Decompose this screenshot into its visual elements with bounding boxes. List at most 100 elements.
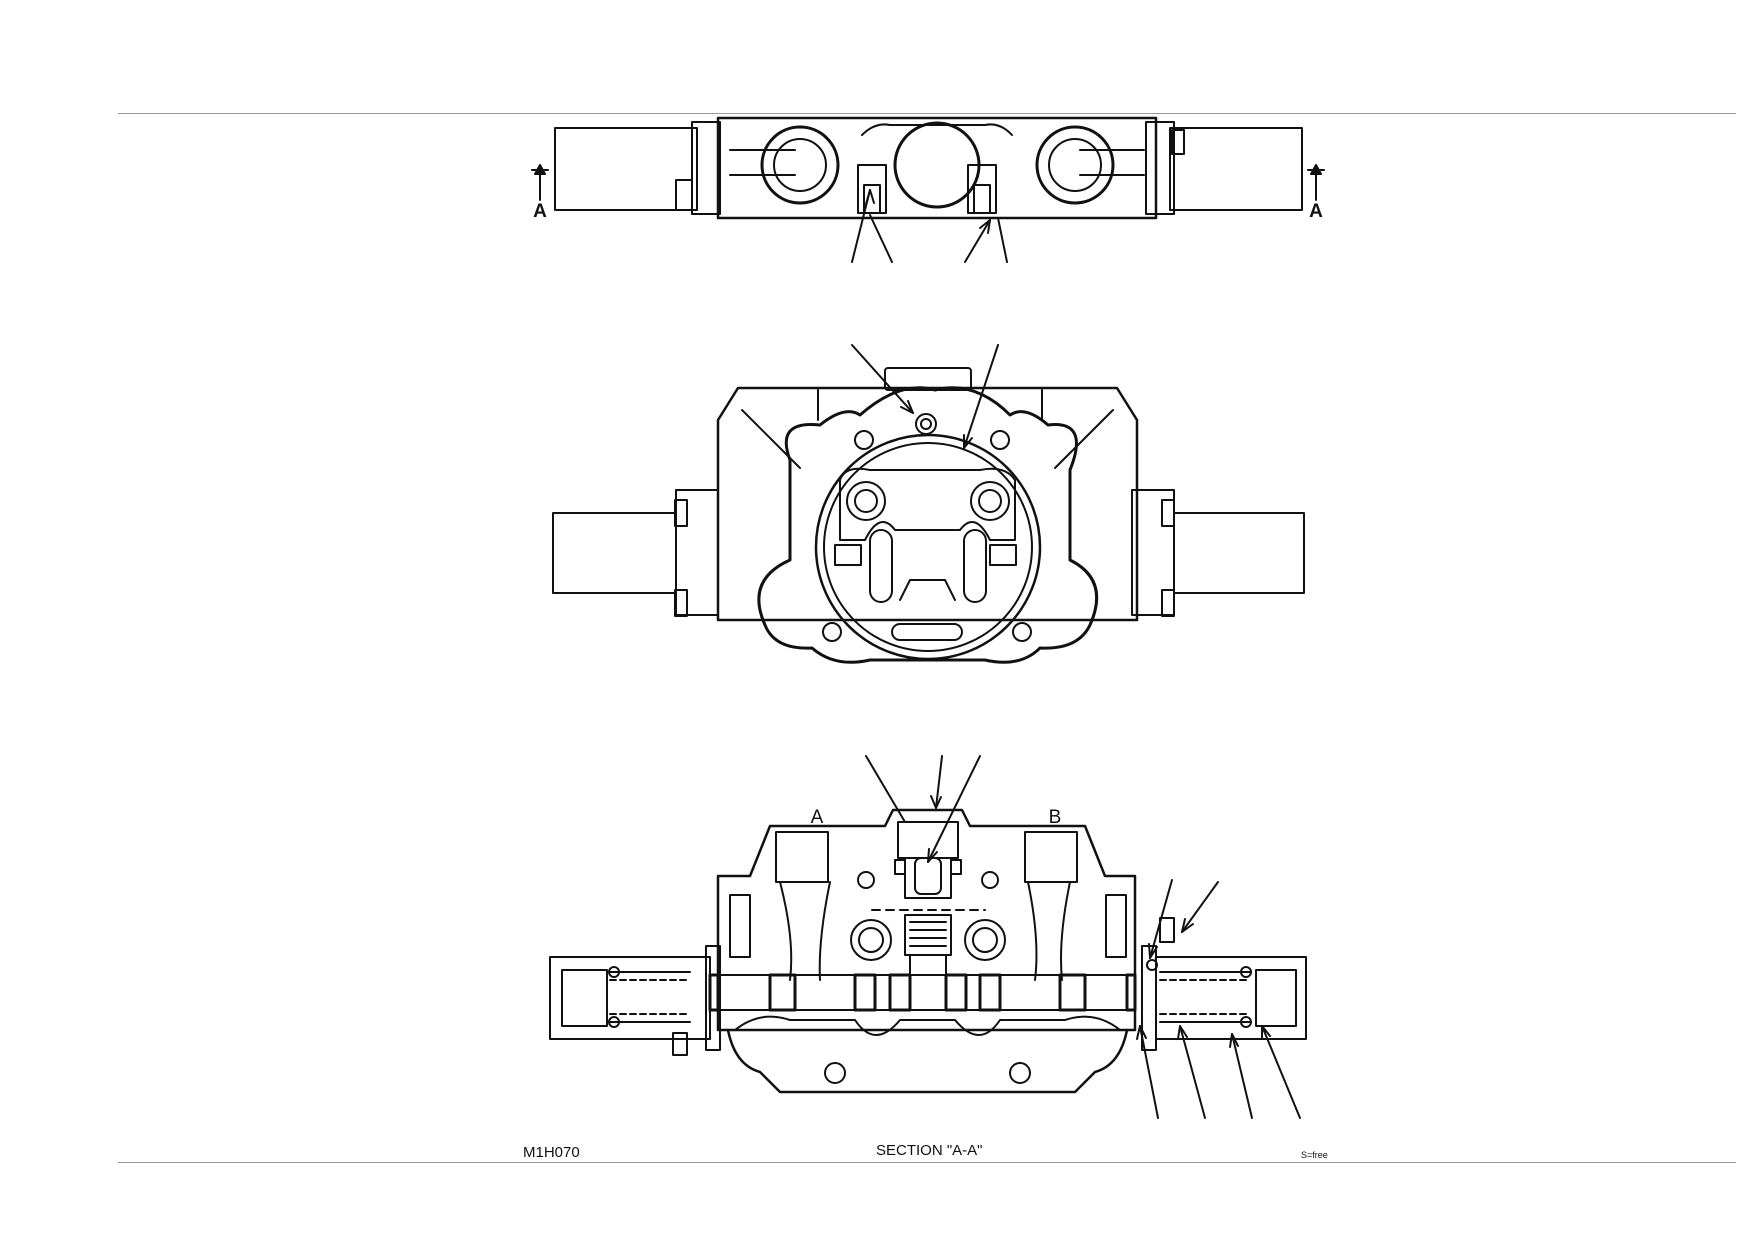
flange-dowel-hole bbox=[915, 413, 937, 435]
flange-port-left bbox=[846, 481, 886, 521]
port-boss-right bbox=[1035, 125, 1115, 205]
section-port-right bbox=[964, 919, 1006, 961]
leader-arrowhead bbox=[927, 848, 938, 863]
section-marker-left-label: A bbox=[533, 201, 547, 222]
relief-valve-poppet bbox=[914, 857, 942, 895]
scale-note: S=free bbox=[1301, 1150, 1328, 1160]
front-left-spool-cap bbox=[552, 512, 677, 594]
leader-line bbox=[1231, 1033, 1253, 1119]
flange-port-right-inner bbox=[978, 489, 1002, 513]
front-valve-body bbox=[716, 386, 1139, 622]
left-flange bbox=[691, 121, 721, 215]
front-bolt bbox=[1161, 499, 1175, 527]
top-view bbox=[554, 116, 1303, 263]
port-b-chamber bbox=[1024, 831, 1078, 883]
left-centering-cap bbox=[561, 969, 608, 1027]
leader-line bbox=[851, 344, 914, 414]
spool-seal-right bbox=[1125, 973, 1137, 1012]
flange-bottom-slot bbox=[891, 623, 963, 641]
flange-slot-right bbox=[963, 529, 987, 603]
relief-valve-seal bbox=[950, 859, 962, 875]
valve-insert-right-core bbox=[973, 184, 991, 214]
flange-tab-right bbox=[989, 544, 1017, 566]
drawing-id: M1H070 bbox=[523, 1144, 580, 1161]
port-b-label: B bbox=[1049, 807, 1062, 828]
right-flange-bolt bbox=[1171, 129, 1185, 155]
bottom-border-rule bbox=[118, 1162, 1736, 1163]
port-a-chamber bbox=[775, 831, 829, 883]
front-left-flange bbox=[675, 489, 719, 616]
leader-line bbox=[963, 344, 999, 449]
leader-line bbox=[935, 755, 943, 809]
leader-line bbox=[927, 755, 981, 863]
leader-line bbox=[1261, 1025, 1301, 1119]
relief-valve-stem bbox=[909, 954, 947, 986]
port-boss-left bbox=[760, 125, 840, 205]
leader-arrowhead bbox=[930, 795, 942, 809]
leader-arrowhead bbox=[900, 400, 914, 414]
port-bore-left bbox=[773, 138, 827, 192]
leader-line bbox=[1149, 879, 1173, 959]
spring-retainer bbox=[1240, 1016, 1252, 1028]
leader-line bbox=[997, 217, 1008, 263]
leader-arrowhead bbox=[1148, 943, 1158, 959]
front-right-spool-cap bbox=[1173, 512, 1305, 594]
leader-line bbox=[964, 219, 991, 263]
section-small-hole bbox=[981, 871, 999, 889]
leader-arrowhead bbox=[865, 189, 875, 205]
port-bore-right bbox=[1048, 138, 1102, 192]
left-centering-rod bbox=[609, 971, 691, 1023]
leader-arrowhead bbox=[963, 434, 973, 449]
front-bolt bbox=[1161, 589, 1175, 617]
front-view bbox=[552, 344, 1305, 664]
section-small-hole bbox=[857, 871, 875, 889]
section-marker-left: A bbox=[531, 164, 549, 222]
spool-land bbox=[768, 973, 797, 1012]
spring-retainer bbox=[608, 1016, 620, 1028]
section-valve-body bbox=[716, 808, 1137, 1032]
spool-land bbox=[888, 973, 912, 1012]
flange-seal-ring bbox=[814, 433, 1042, 661]
leader-arrowhead bbox=[1177, 1025, 1188, 1040]
spool-land bbox=[1058, 973, 1087, 1012]
front-right-flange bbox=[1131, 489, 1175, 616]
flange-center-relief bbox=[839, 467, 1016, 541]
body-chamfer-line bbox=[1054, 409, 1114, 469]
port-boss-center bbox=[893, 121, 981, 209]
spring-retainer bbox=[1146, 959, 1158, 971]
valve-insert-left bbox=[857, 164, 887, 214]
section-view: A B bbox=[549, 755, 1307, 1119]
leader-arrowhead bbox=[1261, 1025, 1271, 1040]
mounting-flange-outline bbox=[757, 386, 1099, 664]
valve-insert-left-core bbox=[863, 184, 881, 214]
flange-center-notch bbox=[899, 579, 956, 601]
right-centering-cap bbox=[1255, 969, 1297, 1027]
section-bolt-hole bbox=[824, 1062, 846, 1084]
relief-valve-spring-chamber bbox=[904, 914, 952, 956]
front-bolt bbox=[674, 589, 688, 617]
section-bolt bbox=[672, 1032, 688, 1056]
spool-land bbox=[853, 973, 877, 1012]
top-valve-body bbox=[716, 116, 1158, 220]
relief-valve-body bbox=[904, 857, 952, 899]
leader-line bbox=[1181, 881, 1219, 933]
section-marker-right-label: A bbox=[1309, 201, 1323, 222]
top-border-rule bbox=[118, 113, 1736, 114]
flange-bolt-hole bbox=[1012, 622, 1032, 642]
section-inner-flange-line bbox=[734, 1015, 1121, 1036]
leader-line bbox=[869, 214, 893, 263]
port-a-label: A bbox=[811, 807, 824, 828]
leader-line bbox=[1179, 1025, 1206, 1119]
right-centering-spring bbox=[1159, 979, 1251, 1015]
leader-arrowhead bbox=[1229, 1033, 1239, 1048]
section-marker-right: A bbox=[1307, 164, 1325, 222]
section-bolt bbox=[1159, 917, 1175, 943]
left-flange-bolt bbox=[675, 179, 693, 211]
spool-land bbox=[978, 973, 1002, 1012]
flange-bolt-hole bbox=[854, 430, 874, 450]
relief-valve-seal bbox=[894, 859, 906, 875]
section-side-plug bbox=[1105, 894, 1127, 958]
leader-line bbox=[865, 755, 906, 823]
